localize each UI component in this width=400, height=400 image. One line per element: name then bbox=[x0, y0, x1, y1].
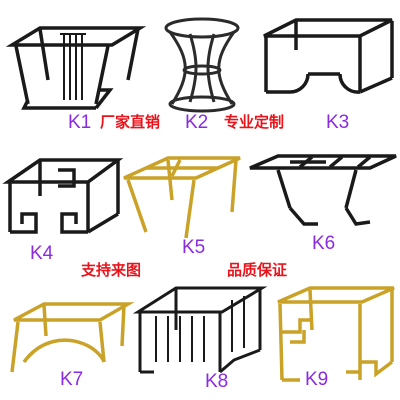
frame-k8-image bbox=[132, 286, 268, 374]
frame-k2-image bbox=[164, 17, 240, 113]
product-code-k4: K4 bbox=[30, 243, 54, 264]
frame-k6-image bbox=[249, 154, 397, 226]
slogan-support-drawings: 支持来图 bbox=[81, 262, 142, 279]
product-code-k5: K5 bbox=[182, 237, 206, 258]
product-code-k7: K7 bbox=[60, 369, 84, 390]
product-code-k3: K3 bbox=[326, 112, 350, 133]
frame-k7-image bbox=[10, 302, 135, 373]
product-code-k1: K1 bbox=[68, 112, 92, 133]
frame-k1-image bbox=[5, 26, 147, 110]
product-code-k2: K2 bbox=[185, 112, 209, 133]
frame-k5-image bbox=[123, 156, 241, 239]
frame-k3-image bbox=[263, 18, 394, 94]
slogan-factory-direct: 厂家直销 bbox=[100, 114, 161, 131]
product-code-k8: K8 bbox=[205, 371, 229, 392]
slogan-quality-guarantee: 品质保证 bbox=[227, 262, 288, 279]
product-code-k9: K9 bbox=[305, 369, 329, 390]
slogan-custom-made: 专业定制 bbox=[224, 114, 285, 131]
frame-k4-image bbox=[2, 158, 124, 234]
product-code-k6: K6 bbox=[312, 233, 336, 254]
frame-k9-image bbox=[277, 286, 395, 382]
